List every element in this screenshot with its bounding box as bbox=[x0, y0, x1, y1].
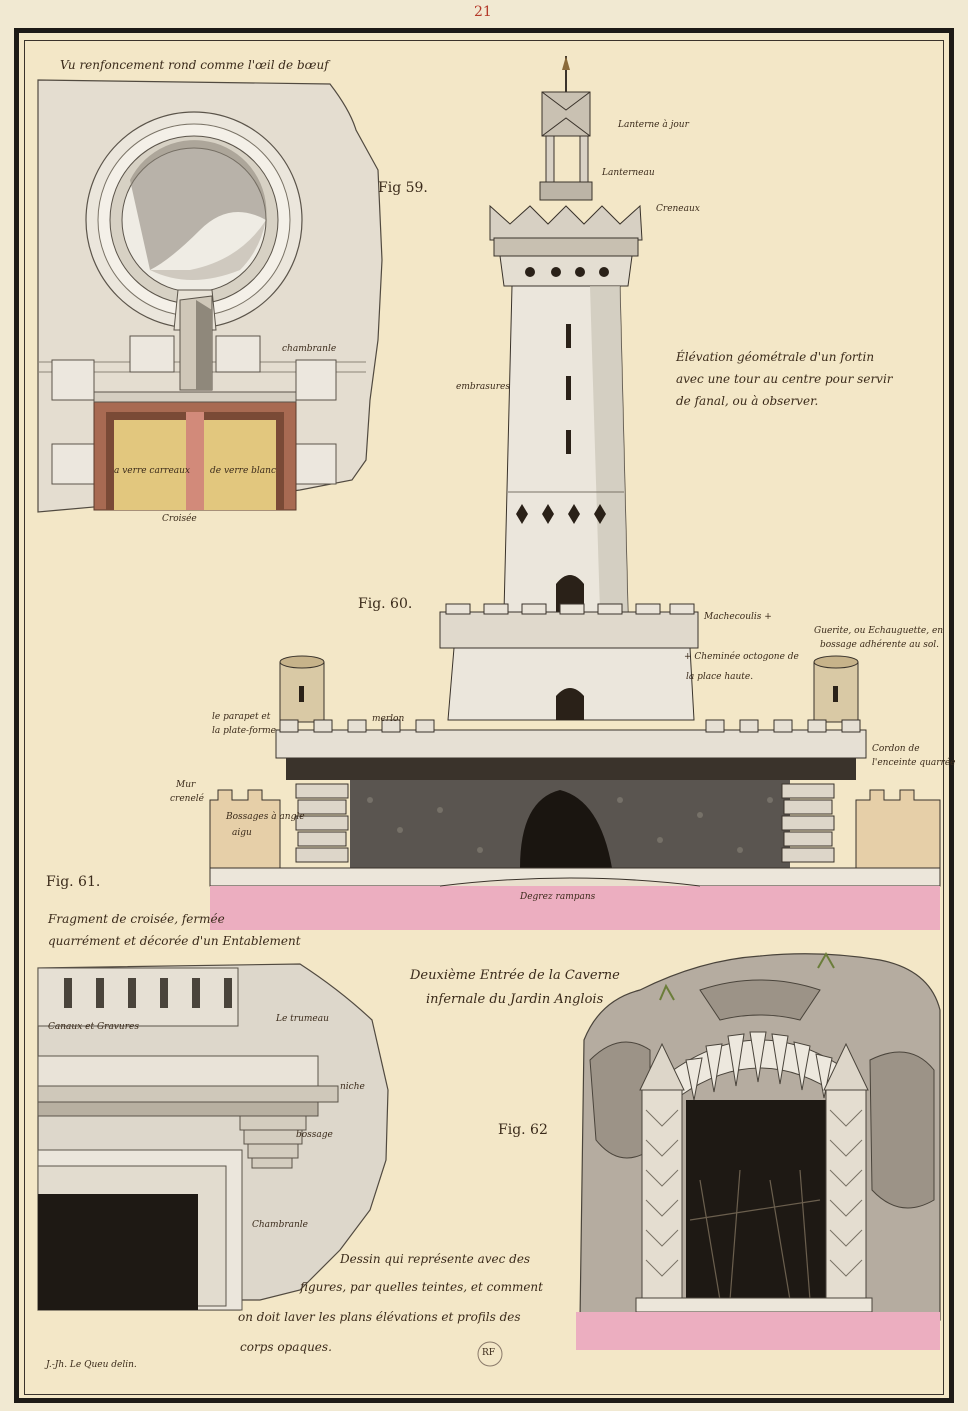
cave-entry-dark bbox=[686, 1100, 826, 1300]
inner-frame bbox=[24, 40, 944, 1395]
entablature bbox=[37, 1055, 319, 1087]
fig61-chambranle-label: Chambranle bbox=[252, 1220, 309, 1230]
fig60-label: Fig. 60. bbox=[358, 596, 413, 612]
fig61-label: Fig. 61. bbox=[46, 874, 101, 890]
lanterneau bbox=[539, 181, 593, 201]
cave-opening bbox=[520, 790, 612, 868]
merlon-label: merlon bbox=[372, 714, 405, 724]
lanterne-label: Lanterne à jour bbox=[618, 120, 689, 130]
niche-label: niche bbox=[340, 1082, 365, 1092]
fig59-verre-carreaux-label: a verre carreaux bbox=[114, 466, 191, 476]
ground-pink bbox=[210, 886, 940, 930]
lanterneau-label: Lanterneau bbox=[602, 168, 655, 178]
fig59-label: Fig 59. bbox=[378, 180, 428, 196]
fig62-title-line1: Deuxième Entrée de la Caverne bbox=[410, 968, 620, 983]
trumeau-label: Le trumeau bbox=[276, 1014, 329, 1024]
fig60-title-line1: Élévation géométrale d'un fortin bbox=[676, 350, 875, 364]
window-pane-right bbox=[204, 420, 276, 510]
mur-label-line2: crenelé bbox=[170, 794, 204, 804]
mur-label-line1: Mur bbox=[176, 780, 196, 790]
guerite-label-line2: bossage adhérente au sol. bbox=[820, 640, 940, 650]
parapet-label-line2: la plate-forme bbox=[212, 726, 277, 736]
pillar-left bbox=[639, 1042, 685, 1301]
machecoulis-label: Machecoulis + bbox=[704, 612, 772, 622]
stamp-text: RF bbox=[482, 1348, 496, 1358]
fig62-title-line2: infernale du Jardin Anglois bbox=[426, 992, 604, 1007]
embrasures-label: embrasures bbox=[456, 382, 510, 392]
bossages-label-line2: aigu bbox=[232, 828, 252, 838]
fig59-verre-blanc-label: de verre blanc bbox=[210, 466, 276, 476]
degrez-label: Degrez rampans bbox=[520, 892, 596, 902]
footer-note-line1: Dessin qui représente avec des bbox=[340, 1252, 531, 1266]
parapet-label-line1: le parapet et bbox=[212, 712, 271, 722]
cheminee-label-line1: + Cheminée octogone de bbox=[684, 652, 799, 662]
fig61-caption-line2: quarrément et décorée d'un Entablement bbox=[48, 934, 301, 948]
footer-note-line3: on doit laver les plans élévations et pr… bbox=[238, 1310, 521, 1324]
bossages-label-line1: Bossages à angle bbox=[226, 812, 305, 822]
cordon-label-line1: Cordon de bbox=[872, 744, 920, 754]
cave-ground-pink bbox=[576, 1312, 940, 1350]
cheminee-label-line2: la place haute. bbox=[686, 672, 754, 682]
cordon-label-line2: l'enceinte quarrée bbox=[872, 758, 956, 768]
stamp-seal bbox=[477, 1341, 503, 1367]
fig59-croisee-label: Croisée bbox=[162, 514, 197, 524]
pillar-right bbox=[823, 1042, 869, 1301]
creneaux-label: Creneaux bbox=[656, 204, 700, 214]
lantern bbox=[541, 91, 591, 137]
platform bbox=[275, 729, 867, 759]
window-pane-left bbox=[114, 420, 186, 510]
signature: J.-Jh. Le Queu delin. bbox=[46, 1360, 137, 1370]
footer-note-line4: corps opaques. bbox=[240, 1340, 332, 1354]
oculus-shadow bbox=[130, 140, 267, 270]
fig62-label: Fig. 62 bbox=[498, 1122, 548, 1138]
machicolation-gallery bbox=[439, 611, 699, 649]
fig61-caption-line1: Fragment de croisée, fermée bbox=[48, 912, 225, 926]
fig59-caption: Vu renfoncement rond comme l'œil de bœuf bbox=[60, 58, 329, 72]
guerite-label-line1: Guerite, ou Echauguette, en bbox=[814, 626, 944, 636]
canaux-label: Canaux et Gravures bbox=[48, 1022, 139, 1032]
fig61-window-opening bbox=[38, 1194, 198, 1310]
tower-door bbox=[556, 575, 584, 612]
page-number: 21 bbox=[474, 4, 492, 20]
bossage-label: bossage bbox=[296, 1130, 333, 1140]
base-door bbox=[556, 688, 584, 720]
fig60-title-line2: avec une tour au centre pour servir bbox=[676, 372, 893, 386]
fig60-title-line3: de fanal, ou à observer. bbox=[676, 394, 819, 408]
fig59-chambranle-label: chambranle bbox=[282, 344, 337, 354]
footer-note-line2: figures, par quelles teintes, et comment bbox=[300, 1280, 543, 1294]
